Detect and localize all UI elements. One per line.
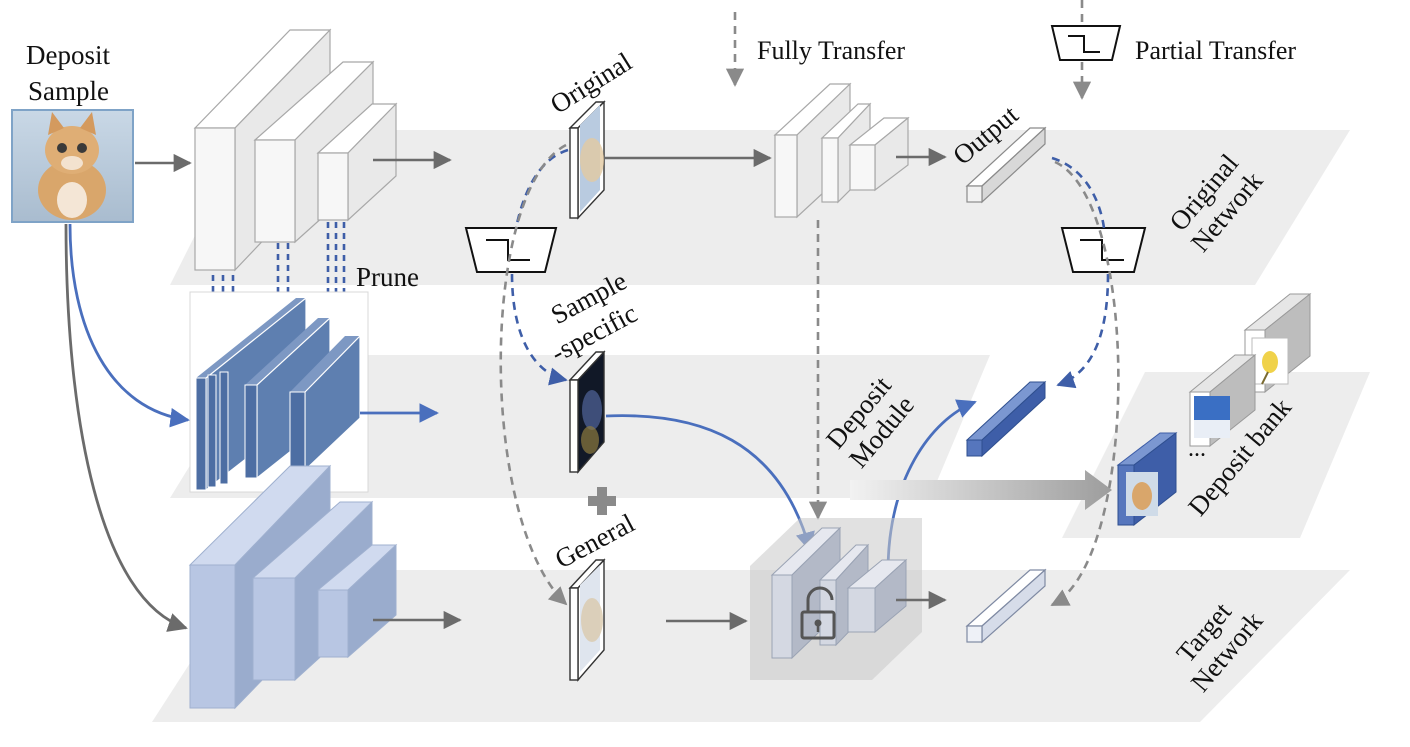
target-output-bar [965, 568, 1047, 644]
original-network-plane [170, 130, 1350, 285]
deposit-bank-module-bird [1243, 292, 1312, 394]
deposit-bank-module-cat [1116, 431, 1178, 527]
fully-transfer-label: Fully Transfer [757, 36, 906, 65]
output-bar [965, 126, 1047, 204]
plus-icon [588, 487, 616, 515]
arrow-sample-to-pruned [68, 223, 190, 428]
bird-image-icon [1251, 337, 1289, 385]
dashed-filter-to-deposit [1056, 273, 1110, 389]
deposit-bank-module-sky [1188, 353, 1257, 448]
legend-filter-icon [1050, 25, 1122, 61]
filter-icon [1060, 227, 1147, 273]
original-encoder-blocks [193, 28, 398, 272]
lock-icon [800, 586, 836, 640]
deposit-bank-ellipsis: ... [1188, 436, 1206, 462]
deposit-sample-label-line2: Sample [28, 76, 109, 106]
dashed-output-to-filter [1051, 156, 1106, 229]
merge-box [750, 518, 922, 680]
arrow-specific-to-lock [605, 414, 815, 552]
cat-image-icon [1126, 472, 1158, 516]
pruned-blue-blocks [189, 291, 369, 493]
deposit-sample-label-line1: Deposit [26, 40, 110, 70]
sample-specific-feature-map [568, 350, 606, 474]
sky-image-icon [1194, 396, 1230, 438]
dashed-output-to-target [1050, 160, 1120, 607]
cat-image-icon [11, 109, 134, 223]
original-decoder-blocks [773, 82, 910, 219]
arrow-sample-to-target [64, 223, 188, 632]
dashed-filter-to-specific [510, 273, 568, 386]
arrow-to-deposit-bank [850, 470, 1112, 510]
filter-icon [464, 227, 558, 273]
dashed-original-to-general [499, 143, 568, 606]
target-encoder-blocks [188, 464, 398, 710]
original-feature-map [568, 100, 606, 220]
prune-label: Prune [356, 262, 419, 292]
partial-transfer-label: Partial Transfer [1135, 36, 1297, 65]
general-feature-map [568, 558, 606, 682]
deposit-module-bar [965, 380, 1047, 458]
